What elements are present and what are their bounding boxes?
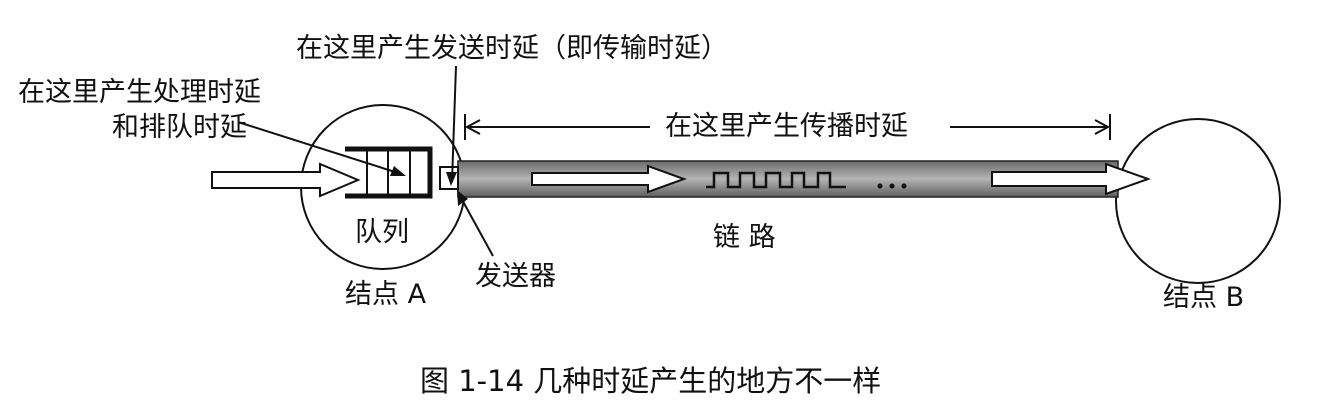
link-arrow-left [531,164,687,194]
transmitter-label-pointer-head [457,190,468,206]
link-label: 链 路 [713,222,776,253]
transmitter-label: 发送器 [475,261,556,292]
node-a-label: 结点 A [345,279,427,310]
node-b-circle [1115,118,1281,284]
node-b-label: 结点 B [1163,282,1245,313]
processing-delay-pointer [237,121,396,173]
signal-dot [877,183,883,189]
incoming-arrow [211,162,361,198]
transmission-delay-label: 在这里产生发送时延（即传输时延） [296,33,728,64]
propagation-delay-label: 在这里产生传播时延 [665,111,908,142]
transmitter-label-pointer [459,195,494,257]
transmission-delay-pointer-head [446,172,457,186]
signal-dot [889,183,895,189]
propagation-arrowhead-left [464,119,481,135]
propagation-arrowhead-right [1094,119,1111,135]
figure-caption: 图 1-14 几种时延产生的地方不一样 [420,364,882,398]
transmission-delay-pointer [451,65,457,183]
signal-waveform [706,171,846,189]
link-arrow-right [991,162,1151,196]
queue-label: 队列 [355,217,409,248]
queue-buffer [345,146,433,199]
processing-delay-label-line1: 在这里产生处理时延 [18,77,261,108]
processing-delay-label-line2: 和排队时延 [112,112,247,143]
processing-delay-pointer-head [390,166,406,176]
signal-dot [901,183,907,189]
